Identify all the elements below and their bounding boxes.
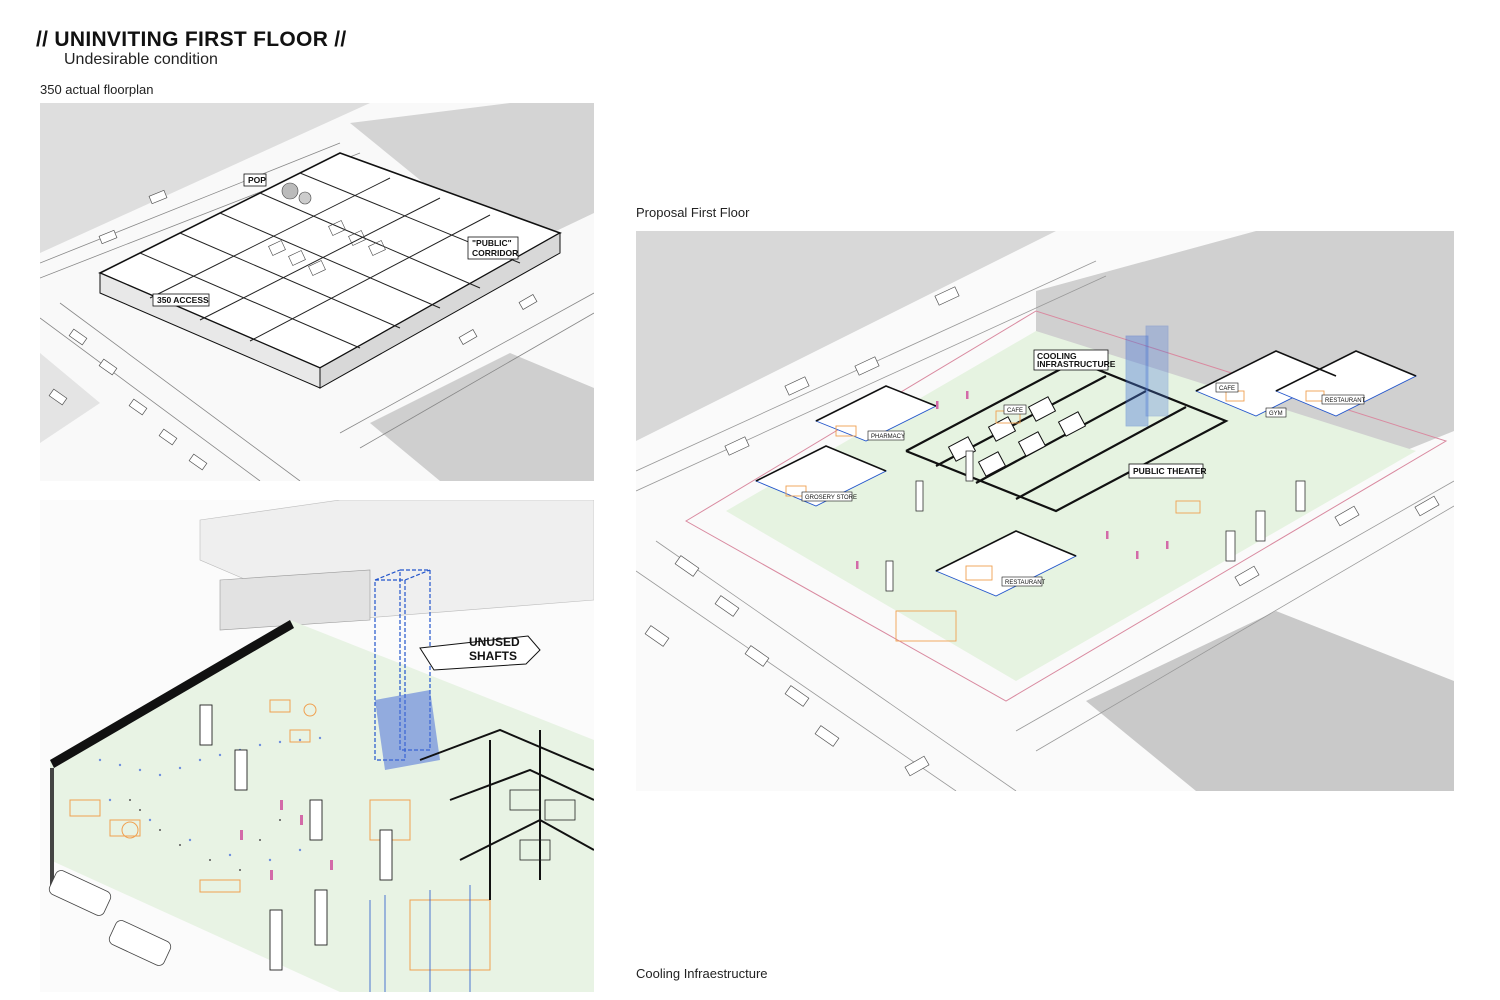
label-pharmacy: PHARMACY — [871, 434, 905, 440]
proposal-floorplan-drawing: COOLING INFRASTRUCTURE CAFE CAFE GYM RES… — [636, 231, 1454, 791]
label-restaurant-b: RESTAURANT — [1005, 580, 1046, 586]
caption-existing-plan: 350 actual floorplan — [40, 82, 154, 97]
label-grosery-store: GROSERY STORE — [805, 495, 857, 501]
shafts-detail-drawing: UNUSED SHAFTS — [40, 500, 594, 992]
page-title: // UNINVITING FIRST FLOOR // — [36, 28, 347, 51]
label-350-access: 350 ACCESS — [157, 295, 209, 305]
label-public-corridor-1: "PUBLIC" — [472, 238, 512, 248]
label-cooling-infrastructure-1: COOLING — [1037, 351, 1077, 361]
caption-proposal-plan: Proposal First Floor — [636, 205, 750, 220]
label-public-theater: PUBLIC THEATER — [1133, 466, 1207, 476]
label-cafe-b: CAFE — [1219, 386, 1235, 392]
label-cooling-infrastructure-2: INFRASTRUCTURE — [1037, 359, 1116, 369]
label-gym: GYM — [1269, 411, 1283, 417]
label-public-corridor-2: CORRIDOR — [472, 248, 518, 258]
page-subtitle: Undesirable condition — [64, 51, 218, 68]
label-restaurant-a: RESTAURANT — [1325, 398, 1366, 404]
label-cafe-a: CAFE — [1007, 408, 1023, 414]
caption-cooling: Cooling Infraestructure — [636, 966, 768, 981]
label-pop: POP — [248, 175, 266, 185]
existing-floorplan-drawing: POP "PUBLIC" CORRIDOR 350 ACCESS — [40, 103, 594, 481]
label-unused-shafts-1: UNUSED — [469, 635, 520, 649]
label-unused-shafts-2: SHAFTS — [469, 649, 517, 663]
